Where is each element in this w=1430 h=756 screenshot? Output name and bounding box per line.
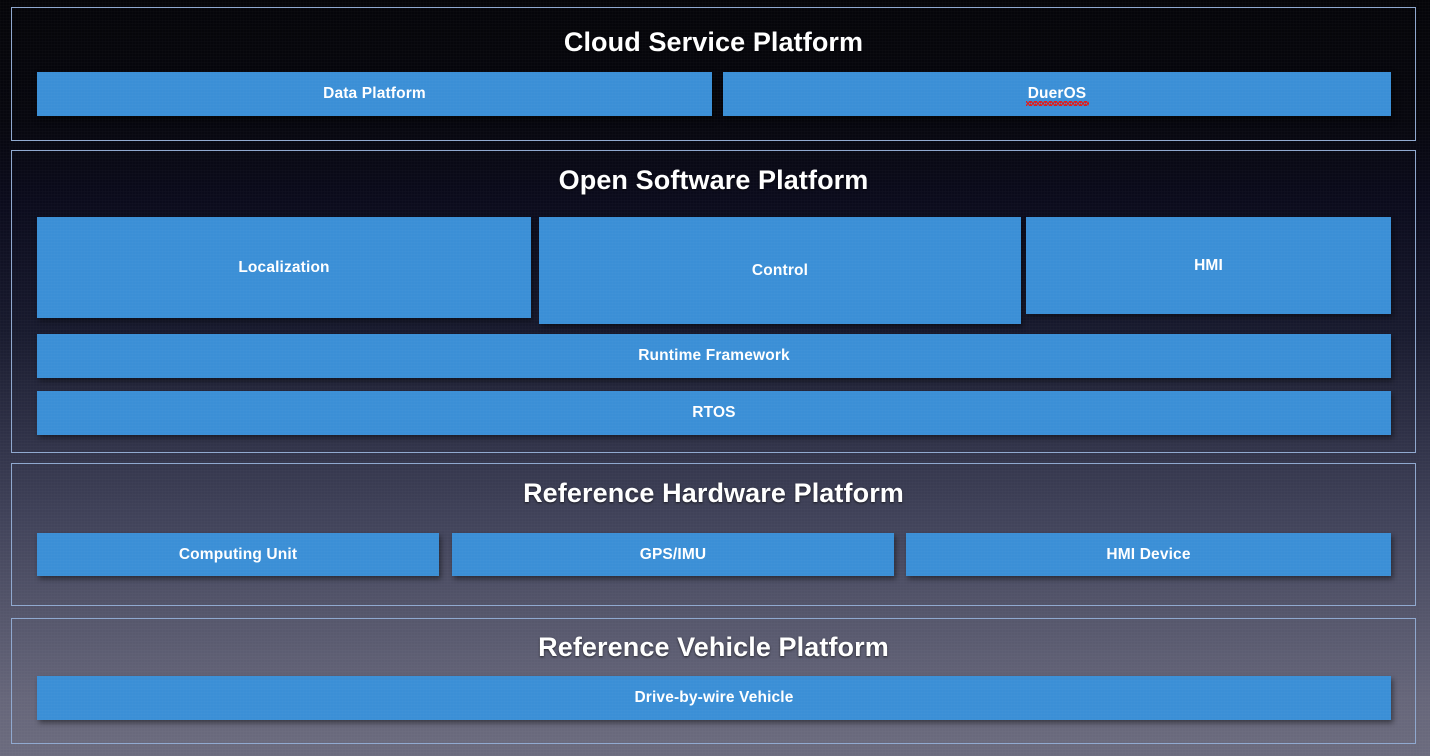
- panel-cloud-service-platform: Cloud Service Platform Data Platform Due…: [11, 7, 1416, 141]
- box-label-dueros: DuerOS: [1025, 84, 1089, 107]
- box-label-localization: Localization: [238, 258, 330, 276]
- box-dueros[interactable]: DuerOS: [723, 72, 1391, 116]
- box-label-runtime-framework: Runtime Framework: [638, 347, 790, 365]
- box-control[interactable]: Control: [539, 217, 1021, 324]
- box-hmi-device[interactable]: HMI Device: [906, 533, 1391, 576]
- box-label-hmi-device: HMI Device: [1106, 545, 1191, 563]
- panel-title-cloud-service-platform: Cloud Service Platform: [563, 27, 864, 57]
- box-data-platform[interactable]: Data Platform: [37, 72, 712, 116]
- panel-reference-hardware-platform: Reference Hardware Platform Computing Un…: [11, 463, 1416, 606]
- box-hmi[interactable]: HMI: [1026, 217, 1391, 314]
- box-label-drive-by-wire-vehicle: Drive-by-wire Vehicle: [634, 689, 794, 707]
- box-label-data-platform: Data Platform: [323, 85, 426, 103]
- box-computing-unit[interactable]: Computing Unit: [37, 533, 439, 576]
- panel-title-reference-hardware-platform: Reference Hardware Platform: [523, 478, 904, 508]
- box-label-gps-imu: GPS/IMU: [639, 545, 707, 563]
- box-label-rtos: RTOS: [692, 404, 736, 422]
- panel-title-reference-vehicle-platform: Reference Vehicle Platform: [538, 632, 889, 662]
- panel-reference-vehicle-platform: Reference Vehicle Platform Drive-by-wire…: [11, 618, 1416, 744]
- box-label-hmi: HMI: [1194, 256, 1223, 274]
- box-label-control: Control: [751, 261, 809, 279]
- panel-open-software-platform: Open Software Platform Localization Cont…: [11, 150, 1416, 453]
- box-drive-by-wire-vehicle[interactable]: Drive-by-wire Vehicle: [37, 676, 1391, 720]
- box-gps-imu[interactable]: GPS/IMU: [452, 533, 894, 576]
- box-label-computing-unit: Computing Unit: [178, 545, 298, 563]
- box-localization[interactable]: Localization: [37, 217, 531, 318]
- box-runtime-framework[interactable]: Runtime Framework: [37, 334, 1391, 378]
- box-rtos[interactable]: RTOS: [37, 391, 1391, 435]
- panel-title-open-software-platform: Open Software Platform: [558, 165, 869, 195]
